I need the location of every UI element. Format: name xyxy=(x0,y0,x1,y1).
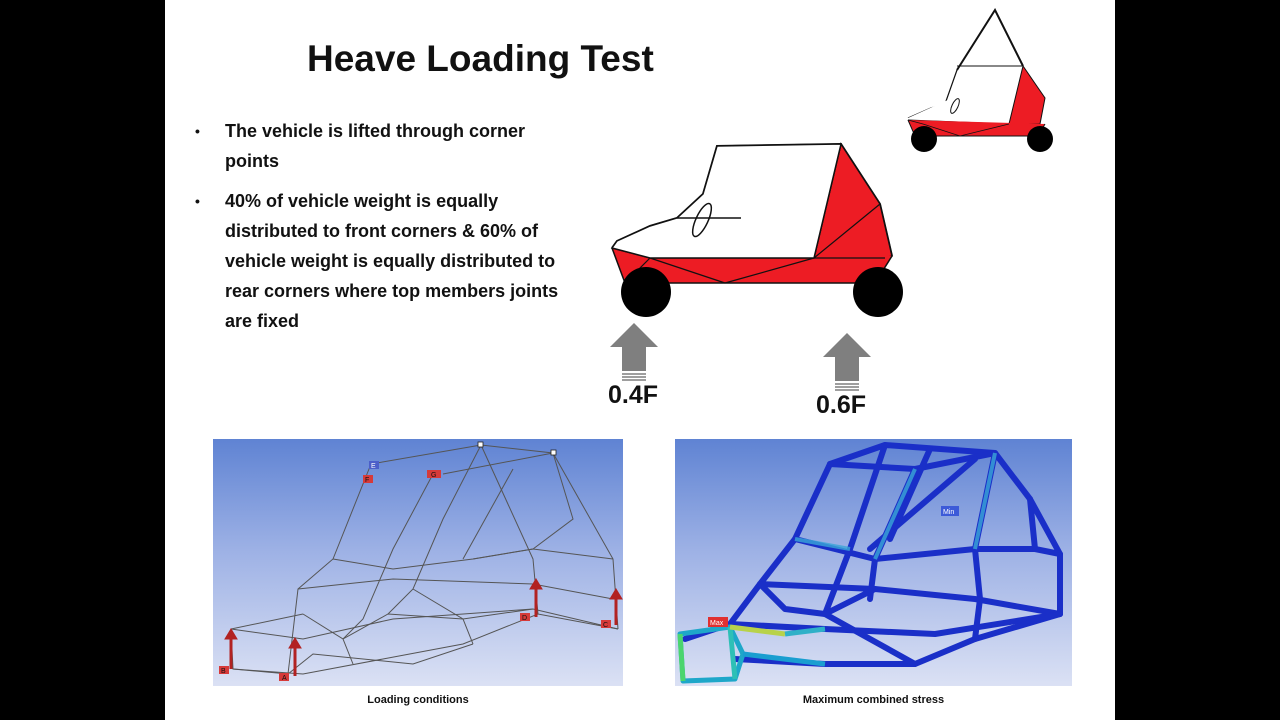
bullet-item: • The vehicle is lifted through corner p… xyxy=(195,116,575,176)
support-tag-a: A xyxy=(282,675,287,682)
front-load-arrow xyxy=(610,323,658,381)
support-tag-e: E xyxy=(371,463,376,470)
bullet-marker: • xyxy=(195,193,200,209)
stress-result-panel: Max Min xyxy=(675,439,1072,686)
support-tag-g: G xyxy=(431,472,436,479)
front-load-label: 0.4F xyxy=(608,381,659,409)
loading-conditions-panel: A B C D E F G xyxy=(213,439,623,686)
stress-result-caption: Maximum combined stress xyxy=(802,694,945,706)
support-tag-c: C xyxy=(603,622,608,629)
vehicle-frame-diagram xyxy=(610,142,903,317)
support-tag-b: B xyxy=(221,668,226,675)
support-tag-f: F xyxy=(365,477,369,484)
slide-title: Heave Loading Test xyxy=(307,38,654,79)
bullet-text: 40% of vehicle weight is equally distrib… xyxy=(225,191,559,331)
front-wheel xyxy=(621,267,671,317)
min-stress-tag: Min xyxy=(943,509,954,516)
small-vehicle-diagram xyxy=(907,8,1053,152)
loading-conditions-caption: Loading conditions xyxy=(367,694,469,706)
slide: Heave Loading Test • The vehicle is lift… xyxy=(165,0,1115,720)
bullet-marker: • xyxy=(195,123,200,139)
max-stress-tag: Max xyxy=(710,620,724,627)
rear-load-arrow xyxy=(823,333,871,391)
bullet-text: The vehicle is lifted through corner poi… xyxy=(225,121,526,171)
bullet-list: • The vehicle is lifted through corner p… xyxy=(195,116,575,346)
bullet-item: • 40% of vehicle weight is equally distr… xyxy=(195,186,575,336)
support-tag-d: D xyxy=(522,615,527,622)
rear-load-label: 0.6F xyxy=(816,391,867,419)
rear-wheel xyxy=(853,267,903,317)
